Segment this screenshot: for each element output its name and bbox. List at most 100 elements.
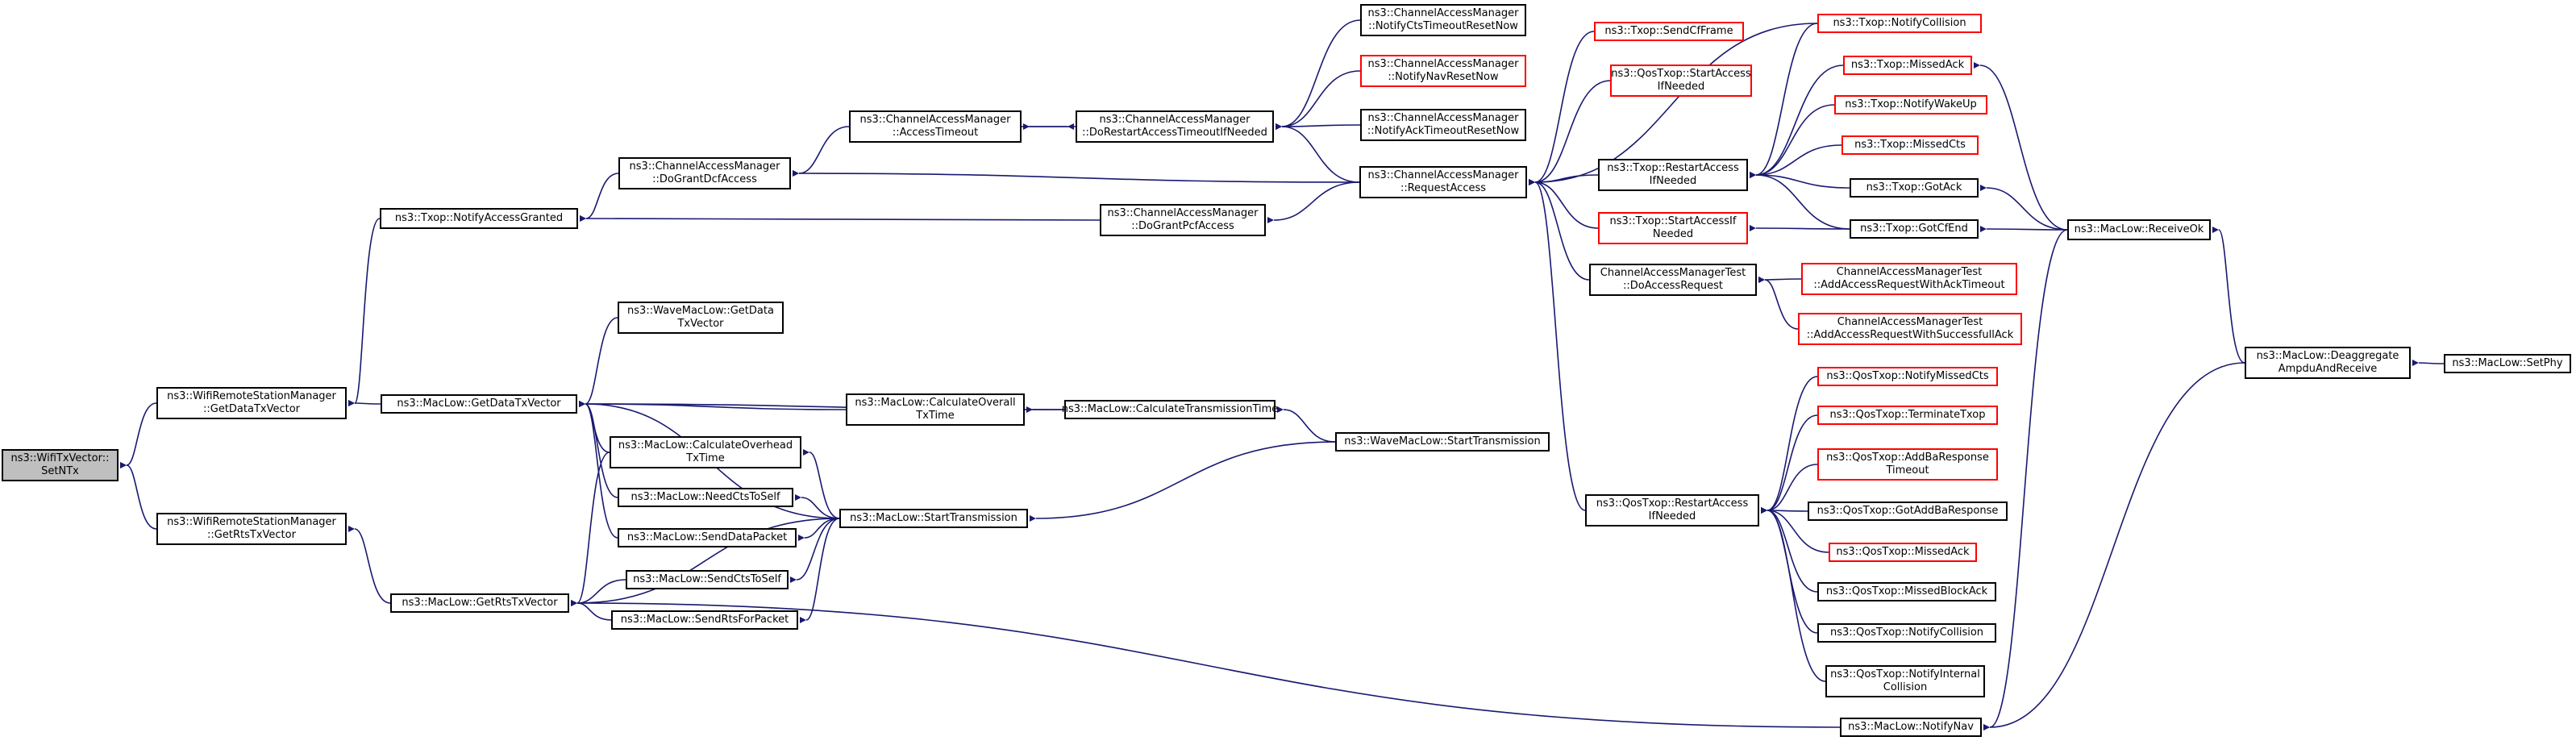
edge-maclow_getrtstxvector-to-getrtstxvector_rsm — [347, 525, 391, 604]
node-maclow_getrtstxvector[interactable]: ns3::MacLow::GetRtsTxVector — [390, 593, 569, 613]
edge-maclow_notifynav-to-maclow_getrtstxvector — [570, 599, 1841, 728]
node-label-line: ::NotifyCtsTimeoutResetNow — [1368, 20, 1518, 32]
node-sendctstoself[interactable]: ns3::MacLow::SendCtsToSelf — [626, 570, 789, 589]
node-txop_gotcfend[interactable]: ns3::Txop::GotCfEnd — [1850, 219, 1979, 239]
node-maclow_getdatatxvector[interactable]: ns3::MacLow::GetDataTxVector — [381, 394, 577, 414]
node-label-line: ::AddAccessRequestWithSuccessfullAck — [1806, 329, 2014, 341]
node-label-line: IfNeeded — [1657, 81, 1705, 93]
node-label-line: ns3::MacLow::GetRtsTxVector — [402, 597, 558, 609]
node-label-line: IfNeeded — [1648, 510, 1696, 522]
node-label-line: ns3::Txop::NotifyWakeUp — [1845, 98, 1977, 110]
node-label-line: ::NotifyNavResetNow — [1388, 71, 1499, 83]
node-setphy[interactable]: ns3::MacLow::SetPhy — [2444, 354, 2571, 373]
node-accesstimeout[interactable]: ns3::ChannelAccessManager::AccessTimeout — [849, 110, 1022, 143]
edge-starttransmission-to-calcoverhead — [802, 448, 840, 519]
node-camtest_addack[interactable]: ChannelAccessManagerTest::AddAccessReque… — [1801, 263, 2017, 295]
node-notifyaccessgranted[interactable]: ns3::Txop::NotifyAccessGranted — [380, 208, 578, 229]
node-txop_missedack[interactable]: ns3::Txop::MissedAck — [1843, 56, 1972, 75]
node-label-line: ns3::Txop::NotifyCollision — [1833, 17, 1966, 29]
node-dorestart[interactable]: ns3::ChannelAccessManager::DoRestartAcce… — [1076, 110, 1274, 143]
node-label-line: ns3::ChannelAccessManager — [1367, 7, 1519, 19]
node-label-line: ns3::MacLow::ReceiveOk — [2074, 223, 2204, 235]
node-label-line: ns3::ChannelAccessManager — [859, 114, 1011, 126]
node-label-line: ns3::ChannelAccessManager — [1107, 207, 1259, 219]
node-label-line: ::DoGrantPcfAccess — [1131, 220, 1234, 232]
node-requestaccess[interactable]: ns3::ChannelAccessManager::RequestAccess — [1359, 166, 1527, 198]
node-qos_missedblockack[interactable]: ns3::QosTxop::MissedBlockAck — [1817, 582, 1996, 601]
node-label-line: ns3::WaveMacLow::GetData — [627, 305, 774, 317]
edge-notifynavreset-to-dorestart — [1275, 70, 1361, 131]
node-label-line: ns3::MacLow::SendDataPacket — [626, 531, 788, 543]
node-starttransmission[interactable]: ns3::MacLow::StartTransmission — [839, 509, 1028, 528]
node-senddatapacket[interactable]: ns3::MacLow::SendDataPacket — [618, 528, 797, 547]
edge-wave_start-to-calctranstime — [1276, 406, 1336, 443]
node-label-line: ns3::Txop::StartAccessIf — [1609, 215, 1737, 227]
node-label-line: TxTime — [916, 410, 955, 422]
node-label-line: ns3::Txop::NotifyAccessGranted — [394, 212, 564, 224]
node-notifyctsreset[interactable]: ns3::ChannelAccessManager::NotifyCtsTime… — [1360, 4, 1526, 36]
node-label-line: ns3::MacLow::SendRtsForPacket — [620, 614, 789, 626]
node-camtest_doaccess[interactable]: ChannelAccessManagerTest::DoAccessReques… — [1589, 264, 1757, 296]
node-label-line: ns3::ChannelAccessManager — [1099, 114, 1251, 126]
node-dograntpcf[interactable]: ns3::ChannelAccessManager::DoGrantPcfAcc… — [1100, 204, 1266, 236]
edge-sendcfframe-to-requestaccess — [1528, 31, 1595, 186]
edge-notifyackreset-to-dorestart — [1275, 123, 1361, 131]
edge-senddatapacket-to-maclow_getdatatxvector — [578, 400, 618, 539]
node-receiveok[interactable]: ns3::MacLow::ReceiveOk — [2067, 219, 2211, 240]
edge-accesstimeout-to-dograntdcf — [792, 126, 850, 177]
edge-camtest_doaccess-to-requestaccess — [1528, 178, 1590, 281]
node-sendcfframe[interactable]: ns3::Txop::SendCfFrame — [1594, 22, 1744, 41]
edge-maclow_getdatatxvector-to-getdatatxvector_rsm — [347, 399, 381, 406]
node-txop_notifywakeup[interactable]: ns3::Txop::NotifyWakeUp — [1834, 95, 1987, 114]
node-dograntdcf[interactable]: ns3::ChannelAccessManager::DoGrantDcfAcc… — [618, 157, 791, 189]
node-label-line: ::DoRestartAccessTimeoutIfNeeded — [1082, 127, 1267, 139]
edge-camtest_addsuccess-to-camtest_doaccess — [1758, 276, 1799, 330]
edge-starttransmission-to-sendctstoself — [789, 518, 840, 584]
node-qos_notifycollision[interactable]: ns3::QosTxop::NotifyCollision — [1817, 623, 1996, 643]
edge-requestaccess-to-dograntdcf — [792, 169, 1360, 183]
edge-camtest_addack-to-camtest_doaccess — [1758, 277, 1802, 284]
edge-txop_notifycollision-to-requestaccess — [1528, 23, 1818, 186]
node-qos_notifymissedcts[interactable]: ns3::QosTxop::NotifyMissedCts — [1817, 367, 1998, 386]
node-calctranstime[interactable]: ns3::MacLow::CalculateTransmissionTime — [1062, 400, 1278, 419]
edge-txop_notifycollision-to-txop_restart — [1749, 23, 1818, 179]
node-label-line: ns3::MacLow::SetPhy — [2452, 357, 2563, 369]
node-qos_gotaddba[interactable]: ns3::QosTxop::GotAddBaResponse — [1808, 502, 2008, 521]
node-label-line: ::DoAccessRequest — [1622, 280, 1724, 292]
node-notifynavreset[interactable]: ns3::ChannelAccessManager::NotifyNavRese… — [1360, 55, 1526, 87]
node-wave_start[interactable]: ns3::WaveMacLow::StartTransmission — [1335, 432, 1550, 452]
node-notifyackreset[interactable]: ns3::ChannelAccessManager::NotifyAckTime… — [1360, 109, 1526, 141]
node-qos_terminatetxop[interactable]: ns3::QosTxop::TerminateTxop — [1817, 406, 1998, 425]
node-needcts[interactable]: ns3::MacLow::NeedCtsToSelf — [618, 488, 793, 507]
node-label-line: Collision — [1883, 681, 1928, 693]
node-sendrtsforpacket[interactable]: ns3::MacLow::SendRtsForPacket — [611, 610, 798, 630]
node-label-line: ns3::Txop::GotAck — [1866, 181, 1962, 194]
node-getdatatxvector_rsm[interactable]: ns3::WifiRemoteStationManager::GetDataTx… — [156, 387, 347, 419]
node-getrtstxvector_rsm[interactable]: ns3::WifiRemoteStationManager::GetRtsTxV… — [156, 513, 347, 545]
edge-txop_gotack-to-txop_restart — [1749, 171, 1850, 189]
node-label-line: TxTime — [686, 452, 725, 464]
node-qos_missedack[interactable]: ns3::QosTxop::MissedAck — [1829, 543, 1977, 562]
node-camtest_addsuccess[interactable]: ChannelAccessManagerTest::AddAccessReque… — [1798, 313, 2022, 345]
edge-qos_addbaresponse-to-qos_restart — [1760, 464, 1818, 514]
node-txop_missedcts[interactable]: ns3::Txop::MissedCts — [1841, 135, 1979, 155]
node-txop_notifycollision[interactable]: ns3::Txop::NotifyCollision — [1817, 14, 1982, 33]
node-label-line: ns3::QosTxop::MissedBlockAck — [1825, 585, 1988, 597]
node-label-line: ns3::MacLow::GetDataTxVector — [397, 397, 561, 410]
edge-dograntpcf-to-notifyaccessgranted — [579, 214, 1101, 222]
node-label-line: ns3::ChannelAccessManager — [1367, 112, 1519, 124]
node-maclow_notifynav[interactable]: ns3::MacLow::NotifyNav — [1840, 718, 1982, 737]
node-label-line: ns3::WaveMacLow::StartTransmission — [1344, 435, 1541, 447]
node-txop_gotack[interactable]: ns3::Txop::GotAck — [1850, 178, 1979, 198]
node-label-line: Needed — [1652, 228, 1694, 240]
